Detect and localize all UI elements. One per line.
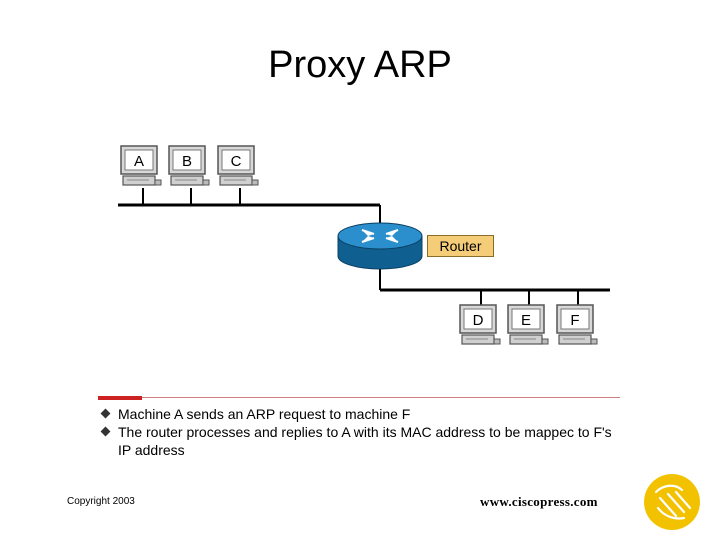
bullet-item-2: The router processes and replies to A wi… [100,423,620,459]
computer-label-a: A [134,153,144,170]
slide-title: Proxy ARP [268,44,452,86]
computer-label-b: B [182,153,192,170]
computer-label-e: E [521,312,531,329]
computer-label-f: F [570,312,579,329]
computer-label-d: D [473,312,484,329]
computer-b: B [168,145,210,186]
diamond-bullet-icon [100,426,111,437]
computer-label-c: C [231,153,242,170]
website-url: www.ciscopress.com [480,494,598,509]
divider-rule [142,397,620,398]
router-label: Router [427,235,494,257]
computer-c: C [217,145,259,186]
computer-f: F [556,304,598,345]
computer-a: A [120,145,162,186]
bullet-text-1: Machine A sends an ARP request to machin… [118,406,411,422]
cisco-press-logo-icon [644,474,700,530]
accent-bar [98,396,142,400]
bullet-text-2: The router processes and replies to A wi… [118,424,612,458]
bullet-item-1: Machine A sends an ARP request to machin… [100,405,620,423]
computer-e: E [507,304,549,345]
diamond-bullet-icon [100,408,111,419]
computer-d: D [459,304,501,345]
copyright-text: Copyright 2003 [67,496,135,507]
router-icon [337,222,423,270]
bullet-list: Machine A sends an ARP request to machin… [100,405,620,459]
